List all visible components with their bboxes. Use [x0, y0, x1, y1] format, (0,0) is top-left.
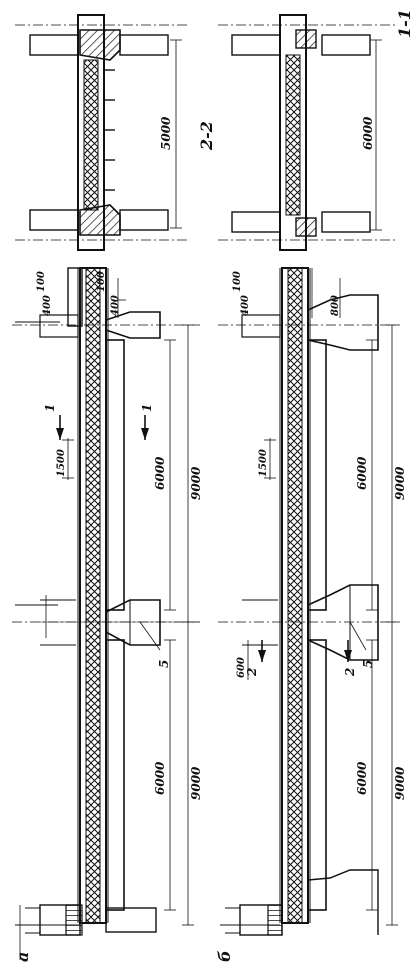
panel-a-span-right-outer: 9000 — [189, 466, 203, 500]
panel-a-section-mark-bottom: 1 — [140, 404, 154, 412]
panel-b-span-left-outer: 9000 — [393, 766, 407, 800]
section-1-1-span: 5000 — [159, 116, 173, 150]
panel-b-section-mark-bottom: 2 — [343, 668, 357, 677]
panel-b-span-left-inner: 6000 — [355, 761, 369, 795]
panel-a-end-b: 100 — [36, 271, 47, 292]
panel-b-section-mark-top: 2 — [245, 668, 259, 677]
panel-b-labels: б 6000 9000 6000 9000 1500 400 100 800 6… — [215, 271, 407, 962]
panel-a — [12, 267, 200, 960]
section-1-1-labels: 1-1 5000 — [159, 9, 414, 150]
panel-b — [218, 267, 400, 936]
section-2-2 — [218, 14, 395, 251]
panel-a-col-width: 400 — [110, 295, 121, 316]
panel-b-col-width: 400 — [240, 295, 251, 316]
panel-b-cantilever: 100 — [232, 271, 243, 292]
panel-a-labels: а 6000 9000 6000 9000 1500 400 100 400 1… — [13, 271, 203, 962]
section-2-2-span: 6000 — [361, 116, 375, 150]
panel-a-section-mark-top: 1 — [43, 404, 57, 412]
panel-a-span-right-inner: 6000 — [153, 456, 167, 490]
panel-a-col-label: 5 — [157, 660, 171, 668]
panel-b-end-a: 800 — [330, 295, 341, 316]
panel-b-span-right-outer: 9000 — [393, 466, 407, 500]
panel-b-span-right-inner: 6000 — [355, 456, 369, 490]
panel-a-span-left-inner: 6000 — [153, 761, 167, 795]
panel-b-hinge-dim: 1500 — [258, 449, 269, 477]
section-2-2-title: 2-2 — [197, 121, 216, 151]
section-1-1 — [15, 14, 190, 251]
panel-a-end-a: 400 — [42, 295, 53, 316]
panel-b-letter: б — [215, 950, 234, 962]
panel-a-hinge-dim: 1500 — [56, 449, 67, 477]
section-1-1-title: 1-1 — [395, 9, 414, 38]
panel-a-cantilever: 100 — [96, 271, 107, 292]
panel-a-letter: а — [13, 952, 32, 962]
section-2-2-labels: 2-2 6000 — [197, 116, 375, 151]
panel-a-span-left-outer: 9000 — [189, 766, 203, 800]
panel-b-mid-dim: 600 — [236, 657, 247, 678]
panel-b-col-label: 5 — [361, 660, 375, 668]
